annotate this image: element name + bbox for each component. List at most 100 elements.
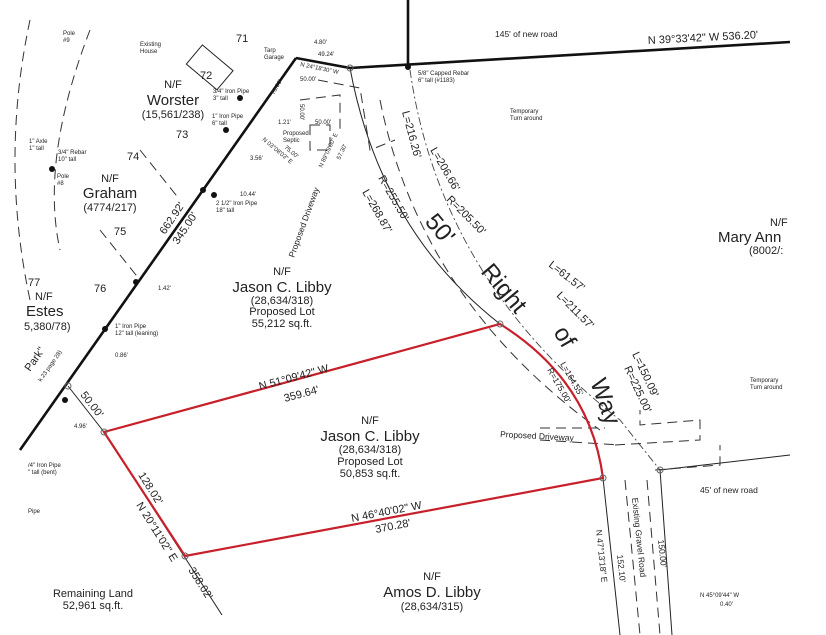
note: Turn around	[750, 385, 782, 391]
lot-number: 73	[176, 129, 188, 141]
offset: 0.86'	[115, 353, 128, 359]
owner-name: Graham	[83, 185, 137, 202]
deed-ref: (28,634/315)	[401, 601, 463, 613]
lot-area: 55,212 sq.ft.	[252, 318, 313, 330]
proposed-driveway-dash	[539, 427, 621, 446]
parcel-libby-north: N/F Jason C. Libby (28,634/318) Proposed…	[232, 266, 332, 330]
note: Turn around	[510, 116, 542, 122]
east-line-bearing: N 47°13'18" E	[594, 529, 610, 583]
nf-label: N/F	[273, 266, 291, 278]
note: Existing	[140, 42, 161, 48]
gravel-road-dash	[624, 479, 661, 635]
offset: 3.56'	[250, 156, 263, 162]
owner-name: Jason C. Libby	[320, 428, 420, 445]
northwest-boundary-line	[18, 57, 298, 451]
east-line-length: 152.10'	[615, 554, 628, 583]
remaining-land: Remaining Land 52,961 sq.ft.	[53, 588, 133, 612]
note: 10" tall	[58, 157, 76, 163]
offset: 1.21'	[278, 120, 291, 126]
note: 1" Axle	[29, 139, 48, 145]
note: 1" Iron Pipe	[115, 324, 147, 330]
note: 3" tall	[213, 96, 228, 102]
note: 12" tall (leaning)	[115, 331, 158, 337]
note: Pole	[57, 174, 70, 180]
deed-ref: (4774/217)	[83, 202, 136, 214]
note: Temporary	[750, 378, 778, 384]
lot-number: 71	[236, 33, 248, 45]
offset: 10.44'	[240, 192, 256, 198]
nf-label: N/F	[770, 217, 788, 229]
row-inner-arc	[349, 67, 501, 325]
note: Tarp	[264, 48, 276, 54]
offset: 4.96'	[74, 424, 87, 430]
monuments	[49, 64, 411, 403]
lot-north-bearing: N 51°09'42" W	[258, 363, 331, 393]
lot-north-length: 359.64'	[283, 384, 321, 405]
east-road-line	[659, 454, 791, 471]
note: 18" tall	[216, 208, 234, 214]
note: Proposed Driveway	[286, 185, 321, 258]
note: 1" Iron Pipe	[212, 114, 244, 120]
note: 1" tall	[29, 146, 44, 152]
nf-label: N/F	[35, 291, 53, 303]
note: Temporary	[510, 109, 538, 115]
lot-number: 77	[28, 277, 40, 289]
row-mid-arc	[379, 99, 601, 431]
lot-numbers: 71 72 73 74 75 76 77	[28, 33, 248, 295]
top-length-d: 70.00'	[271, 79, 284, 96]
septic-dim: 50.00'	[300, 77, 316, 83]
right-of-way-label: 50' Right of Way	[419, 209, 625, 429]
parcel-graham: N/F Graham (4774/217)	[83, 173, 137, 214]
note: 145' of new road	[495, 29, 558, 39]
note: #9	[63, 38, 70, 44]
tie-bearing: N 45°09'44" W	[700, 593, 739, 599]
gravel-road-east	[659, 469, 673, 635]
turnaround-dash	[614, 410, 721, 471]
curve-label: L=211.57'	[554, 290, 596, 332]
corner-pins	[64, 64, 664, 560]
nf-label: N/F	[361, 415, 379, 427]
north-road-line	[349, 40, 791, 70]
note: 3/4" Iron Pipe	[213, 89, 250, 95]
septic-dim: 50.00'	[298, 104, 304, 120]
lot-number: 76	[94, 283, 106, 295]
lot-number: 74	[127, 151, 139, 163]
owner-name: Jason C. Libby	[232, 279, 332, 296]
parcel-worster: N/F Worster (15,561/238)	[142, 79, 204, 121]
parcel-estes: N/F Estes 5,380/78)	[24, 291, 70, 333]
deed-ref: (15,561/238)	[142, 109, 204, 121]
curve-label: L=206.66'	[427, 146, 462, 194]
offset: 1.42'	[158, 286, 171, 292]
remaining-area: 52,961 sq.ft.	[63, 600, 124, 612]
top-dashes	[299, 79, 396, 151]
lot-area: 50,853 sq.ft.	[340, 468, 401, 480]
parcel-libby-lot: N/F Jason C. Libby (28,634/318) Proposed…	[320, 415, 420, 480]
owner-name: Worster	[147, 92, 199, 109]
top-short-line	[295, 56, 351, 70]
nf-label: N/F	[164, 79, 182, 91]
note: /4" Iron Pipe	[28, 463, 61, 469]
west-line-bearing: N 20°11'02" E	[133, 500, 179, 564]
curve-label: L=216.26'	[399, 110, 423, 160]
west-total-length: 358.02'	[185, 565, 214, 602]
note: #8	[57, 181, 64, 187]
note: Proposed Driveway	[500, 429, 575, 443]
frontage-line	[67, 385, 105, 433]
note: Septic	[283, 138, 300, 144]
curve-label: L=61.57'	[546, 259, 587, 294]
nf-label: N/F	[101, 173, 119, 185]
tie-length: 0.40'	[720, 602, 733, 608]
gravel-road-length: 150.00'	[656, 539, 669, 568]
nf-label: N/F	[423, 571, 441, 583]
note: Existing Gravel Road	[630, 497, 648, 578]
note: 3/4" Rebar	[58, 150, 86, 156]
note: Pipe	[28, 509, 41, 515]
parcel-mary: N/F Mary Ann (8002/:	[718, 217, 788, 257]
drive-bearing: N 89°09'00" E	[318, 132, 339, 168]
note: 2 1/2" Iron Pipe	[216, 201, 258, 207]
remaining-label: Remaining Land	[53, 588, 133, 600]
note: 6" tall (#1183)	[418, 78, 455, 84]
lot-number: 75	[114, 226, 126, 238]
row-word: Way	[584, 375, 625, 429]
